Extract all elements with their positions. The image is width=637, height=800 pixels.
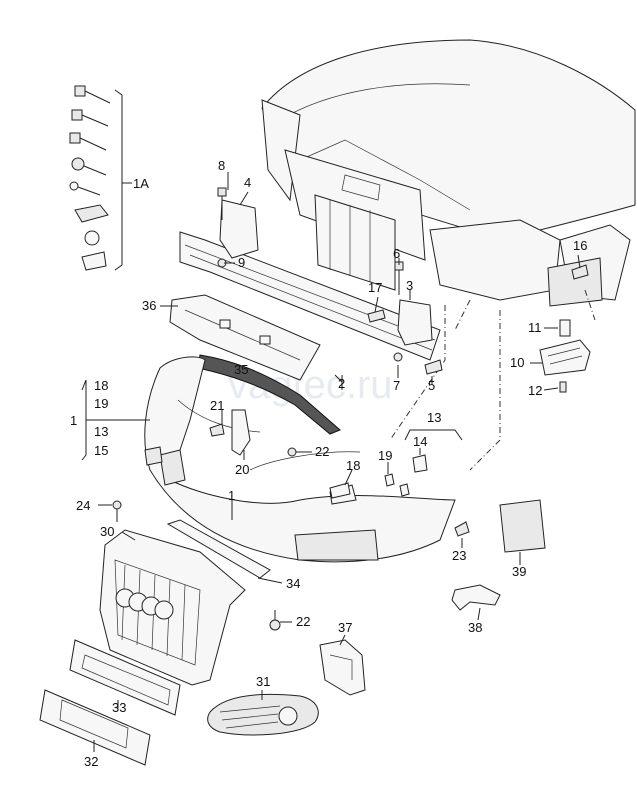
callout-12: 12 xyxy=(528,383,542,398)
callout-22-upper: 22 xyxy=(315,444,329,459)
bumper-cover xyxy=(144,356,456,563)
mount-bracket-4 xyxy=(219,199,259,259)
callout-3: 3 xyxy=(406,278,413,293)
lower-grille xyxy=(69,639,181,716)
callout-19-group: 19 xyxy=(94,396,108,411)
callout-24: 24 xyxy=(76,498,90,513)
callout-20: 20 xyxy=(235,462,249,477)
callout-23: 23 xyxy=(452,548,466,563)
callout-17: 17 xyxy=(368,280,382,295)
callout-11: 11 xyxy=(528,320,542,335)
callout-33: 33 xyxy=(112,700,126,715)
callout-35: 35 xyxy=(234,362,248,377)
foam-pad-39 xyxy=(499,499,546,553)
callout-1A: 1A xyxy=(133,176,149,191)
callout-15: 15 xyxy=(94,443,108,458)
mount-bracket-3 xyxy=(397,299,433,346)
callout-19: 19 xyxy=(378,448,392,463)
callout-16: 16 xyxy=(573,238,587,253)
callout-7: 7 xyxy=(393,378,400,393)
callout-1-cover: 1 xyxy=(228,488,235,503)
callout-8: 8 xyxy=(218,158,225,173)
callout-21: 21 xyxy=(210,398,224,413)
brace-lines xyxy=(81,89,463,461)
callout-22-lower: 22 xyxy=(296,614,310,629)
callout-18: 18 xyxy=(346,458,360,473)
callout-18-group: 18 xyxy=(94,378,108,393)
callout-13-group: 13 xyxy=(94,424,108,439)
energy-absorber xyxy=(169,294,321,381)
air-guide xyxy=(197,354,341,435)
licence-plate-holder xyxy=(39,689,151,766)
leader-dashes xyxy=(389,289,596,471)
fog-grille xyxy=(207,693,319,736)
bracket-20 xyxy=(231,409,251,456)
fasteners xyxy=(69,85,589,631)
callout-5: 5 xyxy=(428,378,435,393)
callout-leaders xyxy=(93,172,581,752)
bumper-beam xyxy=(179,231,441,361)
callout-34: 34 xyxy=(286,576,300,591)
callout-36: 36 xyxy=(142,298,156,313)
callout-labels: 1A 1 18 19 13 15 1 2 3 4 5 6 7 8 9 10 11… xyxy=(70,158,587,769)
bracket-38 xyxy=(451,584,501,611)
callout-14: 14 xyxy=(413,434,427,449)
callout-2: 2 xyxy=(338,376,345,391)
callout-31: 31 xyxy=(256,674,270,689)
car-front-body xyxy=(261,39,636,307)
lower-moulding xyxy=(166,519,271,579)
callout-10: 10 xyxy=(510,355,524,370)
callout-4: 4 xyxy=(244,175,251,190)
side-guide-10 xyxy=(539,339,591,376)
callout-32: 32 xyxy=(84,754,98,769)
bracket-37 xyxy=(319,639,366,696)
callout-39: 39 xyxy=(512,564,526,579)
grille xyxy=(99,529,246,686)
callout-38: 38 xyxy=(468,620,482,635)
callout-6: 6 xyxy=(393,246,400,261)
callout-37: 37 xyxy=(338,620,352,635)
callout-1: 1 xyxy=(70,413,77,428)
callout-9: 9 xyxy=(238,255,245,270)
callout-13: 13 xyxy=(427,410,441,425)
callout-30: 30 xyxy=(100,524,114,539)
